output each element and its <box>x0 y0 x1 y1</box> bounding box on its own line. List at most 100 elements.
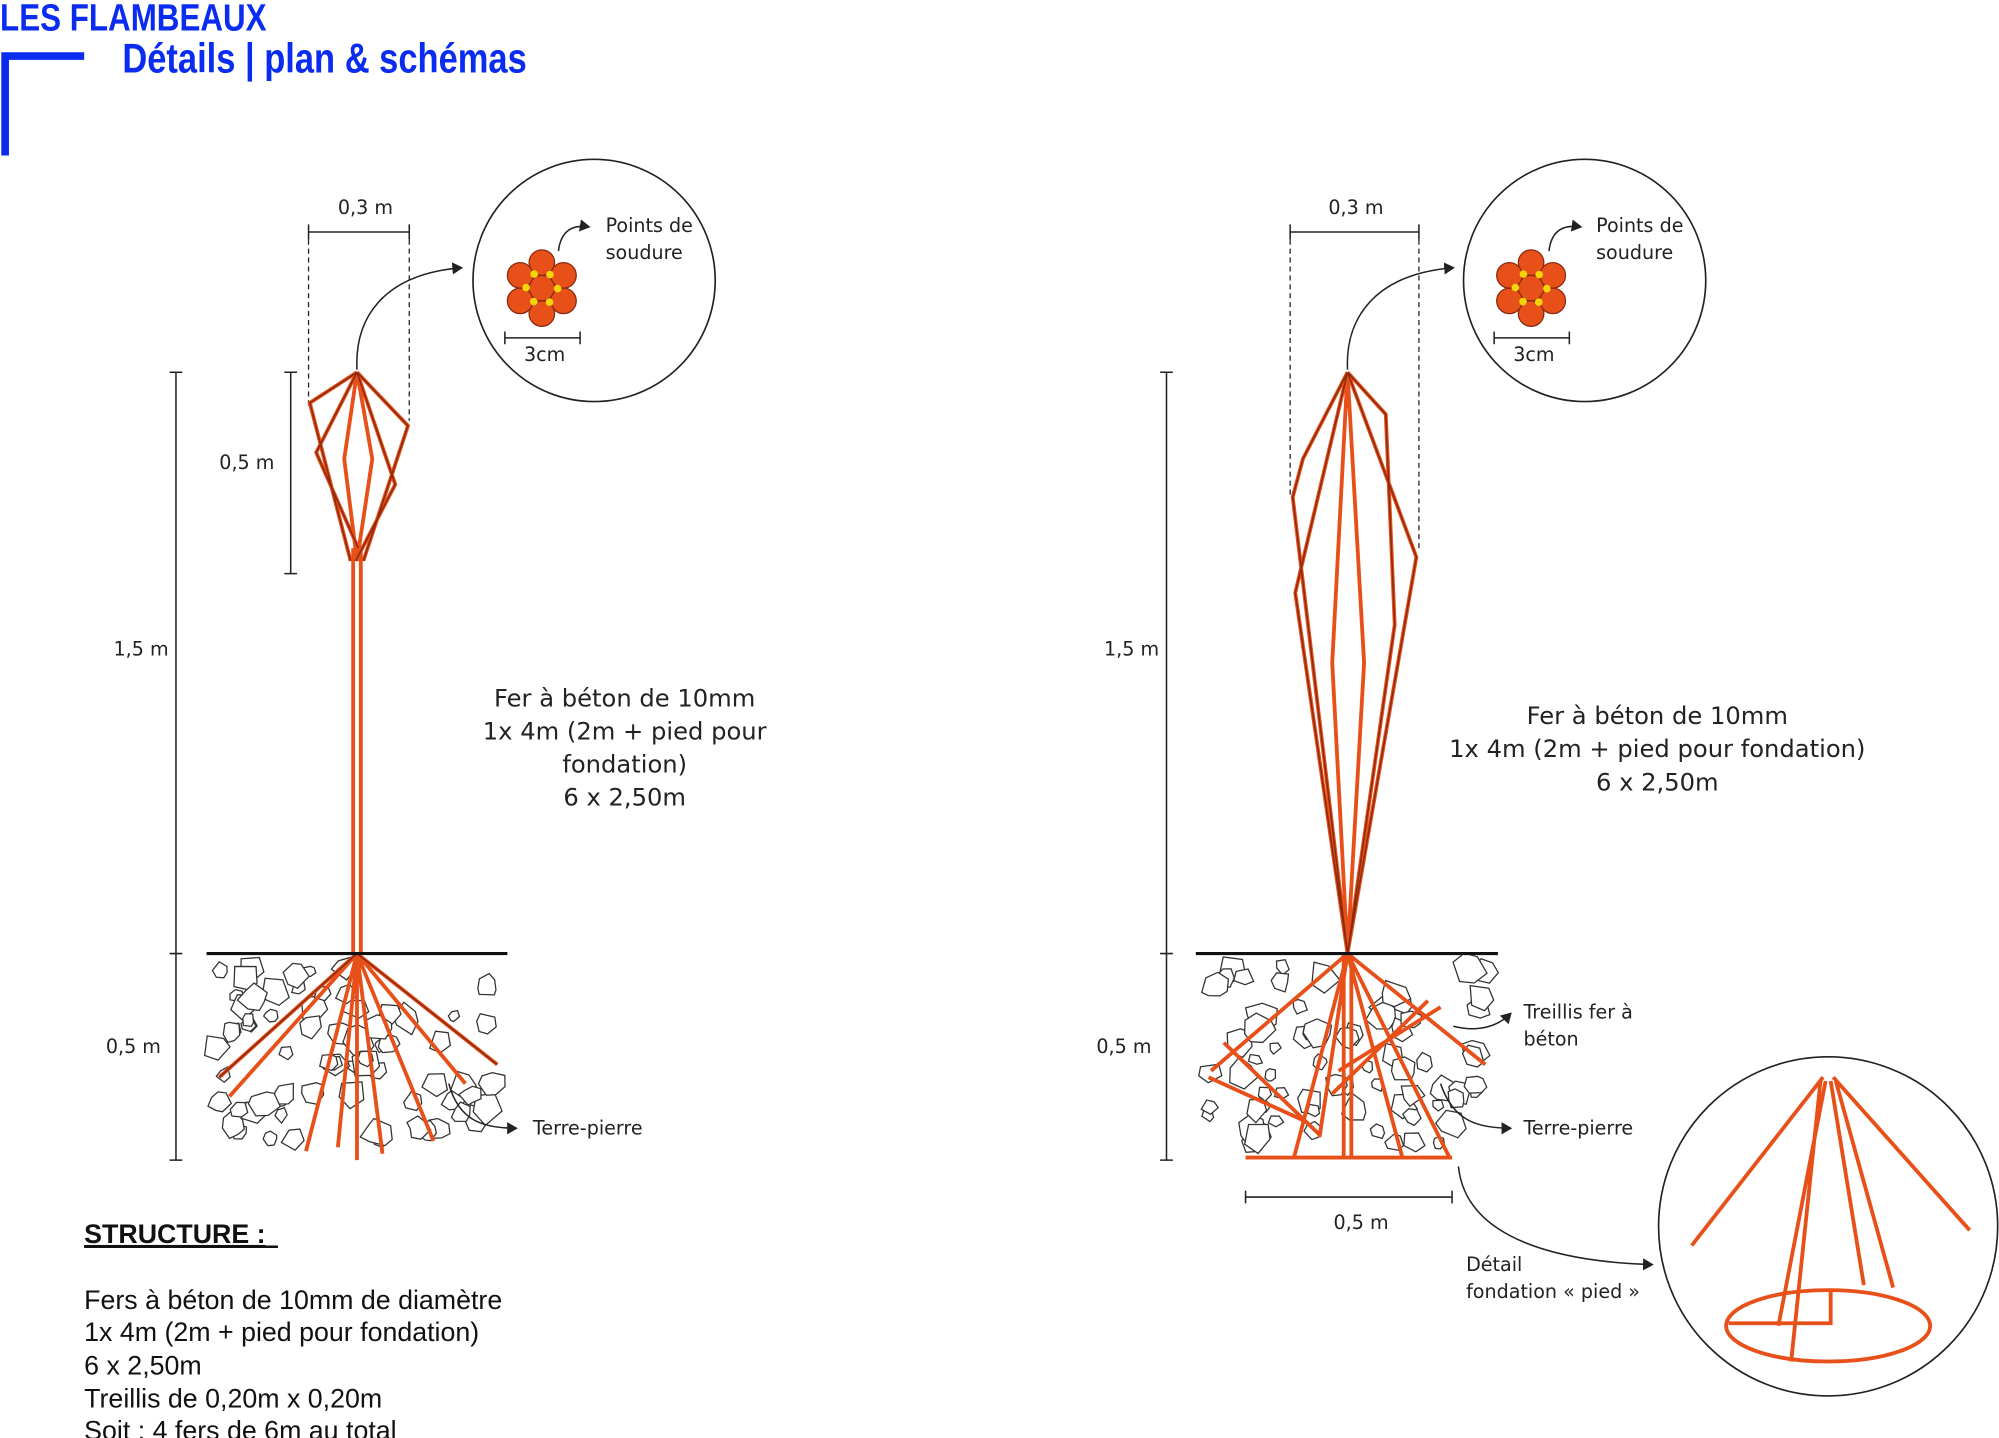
rock <box>1229 1055 1259 1090</box>
rock <box>1401 1108 1422 1127</box>
weld-point <box>1534 298 1543 306</box>
rock <box>1416 1051 1433 1073</box>
right-detail-label-1: Points de <box>1596 214 1683 237</box>
rock <box>1469 984 1495 1012</box>
foundation-label-1: Détail <box>1466 1253 1522 1276</box>
right-rocks <box>1198 952 1500 1155</box>
foundation-detail-circle <box>1657 1055 1999 1397</box>
rod-section <box>550 261 577 289</box>
rock <box>203 1035 231 1061</box>
right-dimensions: 0,3 m 1,5 m 0,5 m 0,5 m <box>1096 196 1453 1234</box>
right-description: Fer à béton de 10mm 1x 4m (2m + pied pou… <box>1449 702 1865 796</box>
right-height-dim: 1,5 m <box>1104 637 1159 660</box>
rod-section <box>1496 261 1523 289</box>
rock <box>1463 1075 1488 1094</box>
svg-text:6 x 2,50m: 6 x 2,50m <box>563 784 686 812</box>
left-flambeau: 0,3 m 0,5 m 1,5 m 0,5 m Points de soudur… <box>106 158 767 1161</box>
structure-line: Treillis de 0,20m x 0,20m <box>84 1383 382 1413</box>
left-detail-label-2: soudure <box>606 241 683 264</box>
structure-notes: STRUCTURE : Fers à béton de 10mm de diam… <box>84 1219 502 1438</box>
right-rods <box>1207 370 1487 1160</box>
left-dimensions: 0,3 m 0,5 m 1,5 m 0,5 m <box>106 196 411 1161</box>
left-height-dim: 1,5 m <box>113 637 168 660</box>
structure-line: Fers à béton de 10mm de diamètre <box>84 1285 502 1315</box>
rock <box>1264 1067 1277 1082</box>
rock <box>476 1013 497 1035</box>
rock <box>1233 968 1255 986</box>
rock <box>1200 1099 1220 1116</box>
rock <box>211 961 228 979</box>
rod-section <box>1539 261 1567 289</box>
structure-line: 1x 4m (2m + pied pour fondation) <box>84 1317 479 1347</box>
right-lattice-label-2: béton <box>1523 1027 1578 1050</box>
rock <box>1452 952 1488 984</box>
left-rods <box>218 370 499 1161</box>
rock <box>447 1009 461 1023</box>
rock <box>261 977 290 1007</box>
rock <box>299 1015 322 1040</box>
weld-point <box>530 270 539 278</box>
left-detail-scale: 3cm <box>524 343 565 366</box>
rod-section <box>1517 249 1545 276</box>
left-description: Fer à béton de 10mm 1x 4m (2m + pied pou… <box>483 684 767 811</box>
weld-point <box>1519 270 1528 278</box>
rock <box>236 982 268 1012</box>
rod-section <box>528 300 556 327</box>
rock <box>280 1128 305 1151</box>
sheet-title: LES FLAMBEAUX <box>0 0 267 39</box>
structure-line: Soit : 4 fers de 6m au total <box>84 1415 396 1438</box>
rock <box>274 1107 288 1125</box>
rock <box>278 1045 294 1061</box>
rock <box>1243 1123 1271 1155</box>
svg-text:Fer à béton de 10mm: Fer à béton de 10mm <box>494 684 755 712</box>
rod-section <box>506 287 534 315</box>
rock <box>242 1013 255 1028</box>
rock <box>1292 998 1309 1015</box>
rock <box>1369 1123 1386 1140</box>
left-weld-cluster <box>506 249 577 327</box>
rock <box>272 1082 295 1105</box>
corner-bracket <box>1 52 85 156</box>
weld-point <box>545 298 554 306</box>
rock <box>1447 1088 1465 1109</box>
svg-text:Fer à béton de 10mm: Fer à béton de 10mm <box>1527 702 1788 730</box>
weld-point <box>1511 283 1520 292</box>
right-flambeau: 0,3 m 1,5 m 0,5 m 0,5 m Points de soudur… <box>1096 158 1999 1397</box>
left-ground-label: Terre-pierre <box>532 1117 643 1140</box>
right-depth-dim: 0,5 m <box>1096 1035 1151 1058</box>
rock <box>1432 1099 1445 1112</box>
weld-point <box>1543 284 1551 293</box>
rock <box>229 1101 249 1118</box>
right-detail-circle <box>1462 158 1707 403</box>
rock <box>247 1091 282 1117</box>
weld-point <box>553 284 562 293</box>
rock <box>1311 961 1341 994</box>
right-ground-label: Terre-pierre <box>1522 1117 1633 1140</box>
structure-line: 6 x 2,50m <box>84 1350 202 1380</box>
rock <box>458 1085 482 1106</box>
rock <box>1400 1084 1426 1108</box>
rock <box>282 962 310 989</box>
rod-section <box>506 261 534 289</box>
left-depth-dim: 0,5 m <box>106 1035 161 1058</box>
rock <box>1434 1109 1467 1139</box>
rock <box>477 1071 506 1096</box>
rock <box>472 1092 503 1127</box>
rock <box>207 1091 233 1113</box>
svg-text:1x 4m (2m + pied pour fondatio: 1x 4m (2m + pied pour fondation) <box>1449 735 1865 763</box>
weld-point <box>522 283 530 292</box>
rock <box>1200 971 1230 997</box>
rock <box>262 1130 278 1147</box>
weld-point <box>529 297 538 306</box>
rock <box>1269 1042 1282 1056</box>
rock <box>262 1008 279 1023</box>
left-detail-circle <box>472 158 717 403</box>
rod-section <box>528 249 556 276</box>
svg-text:1x 4m (2m + pied pour: 1x 4m (2m + pied pour <box>483 717 767 745</box>
rock <box>1247 1053 1264 1065</box>
weld-point <box>1535 270 1544 279</box>
rock <box>450 1101 471 1122</box>
foundation-detail-rods <box>1690 1075 1972 1364</box>
right-width-dim: 0,3 m <box>1328 196 1383 219</box>
